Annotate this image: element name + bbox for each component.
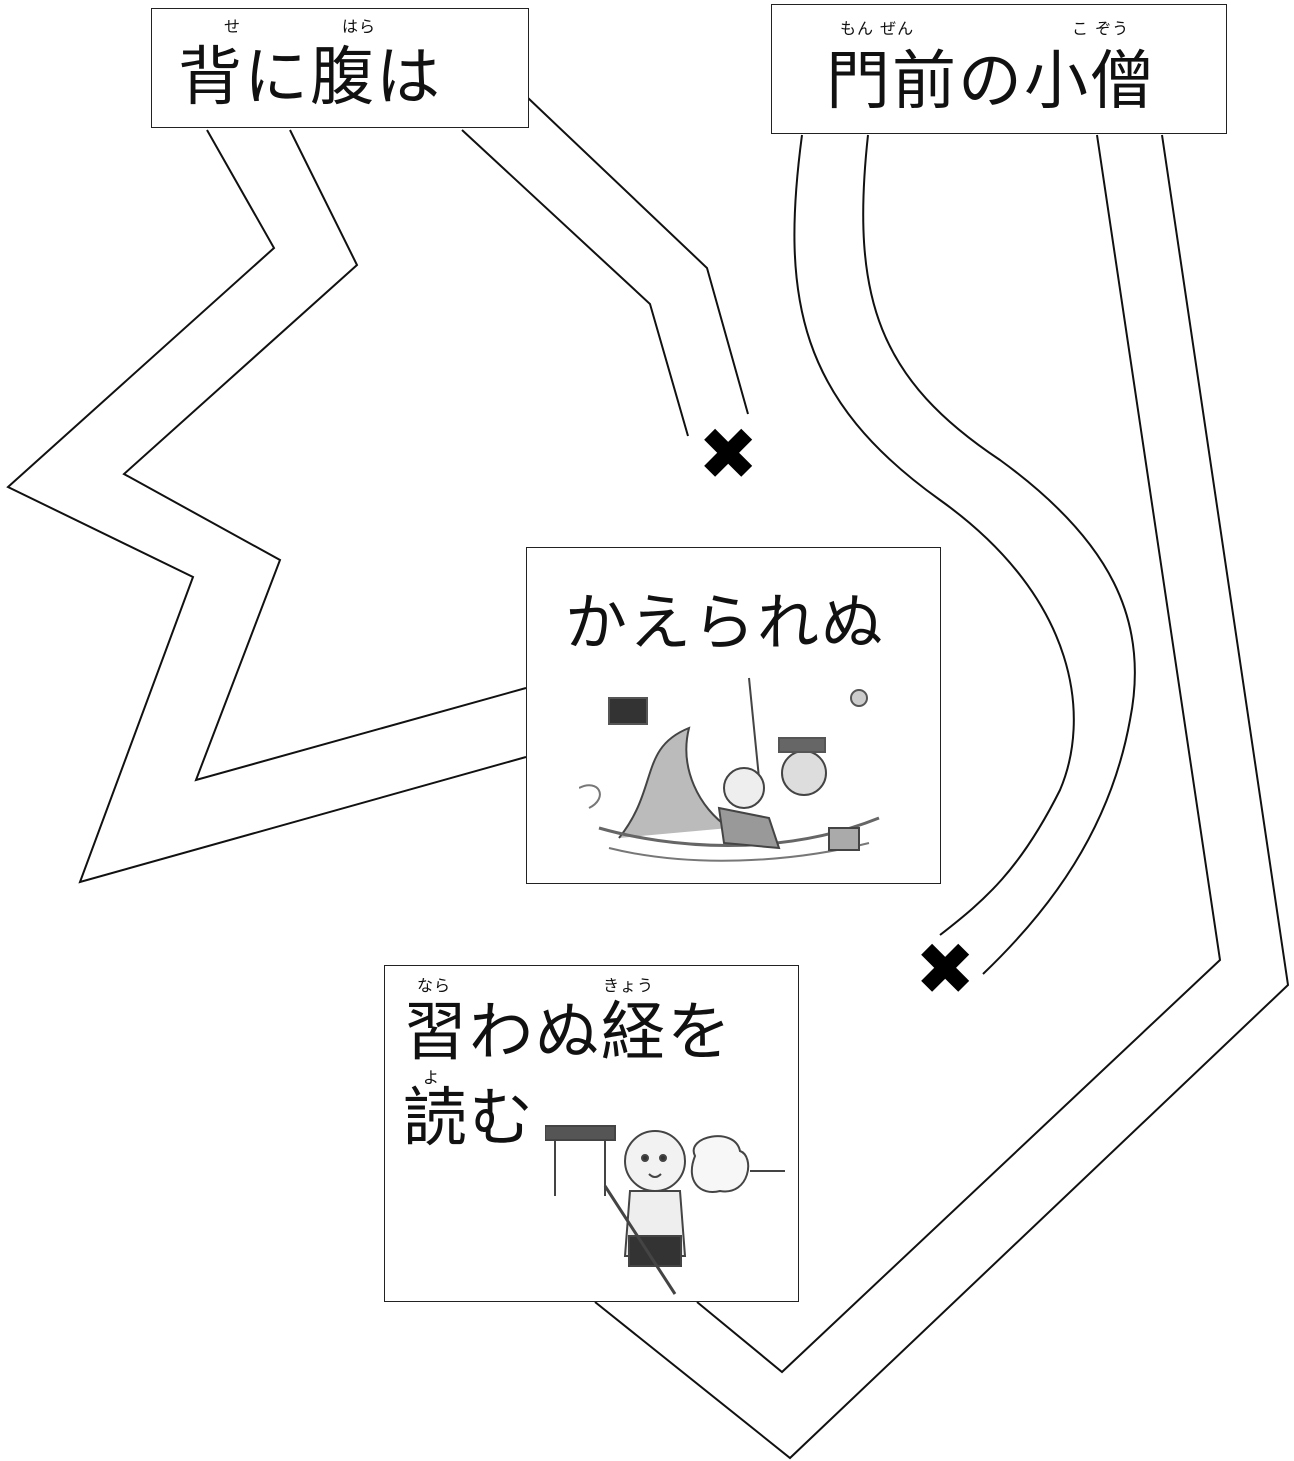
path-senihara-to-kaerarenu-inner (122, 129, 527, 782)
ruby-monzen: もん ぜん (840, 19, 915, 38)
deadend-x-mark-upper: ✖ (698, 412, 759, 496)
path-monzen-deadend-b (862, 134, 1136, 975)
path-monzen-deadend-a (793, 134, 1075, 936)
card-text-kaerarenu: かえられぬ (565, 586, 886, 659)
ruby-hara: はら (342, 17, 377, 36)
ruby-kyou: きょう (603, 976, 655, 995)
path-senihara-deadend-b (526, 96, 749, 415)
path-senihara-deadend-a (461, 129, 689, 437)
path-monzen-to-narawanu-outer (594, 134, 1290, 1460)
ruby-yo: よ (423, 1068, 441, 1087)
ruby-se: せ (224, 17, 242, 36)
card-text-narawanu-line2: 読む (403, 1082, 535, 1156)
ruby-nara: なら (417, 976, 452, 995)
card-kaerarenu: かえられぬ (526, 547, 941, 884)
path-monzen-to-narawanu-inner (696, 134, 1222, 1374)
ruby-kozou: こ ぞう (1072, 19, 1130, 38)
deadend-x-mark-lower: ✖ (915, 927, 976, 1011)
card-monzen: もん ぜん こ ぞう 門前の小僧 (771, 4, 1227, 134)
card-text-narawanu-line1: 習わぬ経を (403, 996, 733, 1070)
path-senihara-to-kaerarenu-outer (6, 129, 527, 884)
card-text-senihara: 背に腹は (178, 41, 442, 115)
pirate-shipwreck-illustration (579, 677, 880, 862)
card-narawanu: なら きょう 習わぬ経を よ 読む (384, 965, 799, 1302)
card-senihara: せ はら 背に腹は (151, 8, 529, 128)
card-text-monzen: 門前の小僧 (826, 45, 1156, 119)
temple-boy-sweeping-illustration (545, 1125, 785, 1295)
